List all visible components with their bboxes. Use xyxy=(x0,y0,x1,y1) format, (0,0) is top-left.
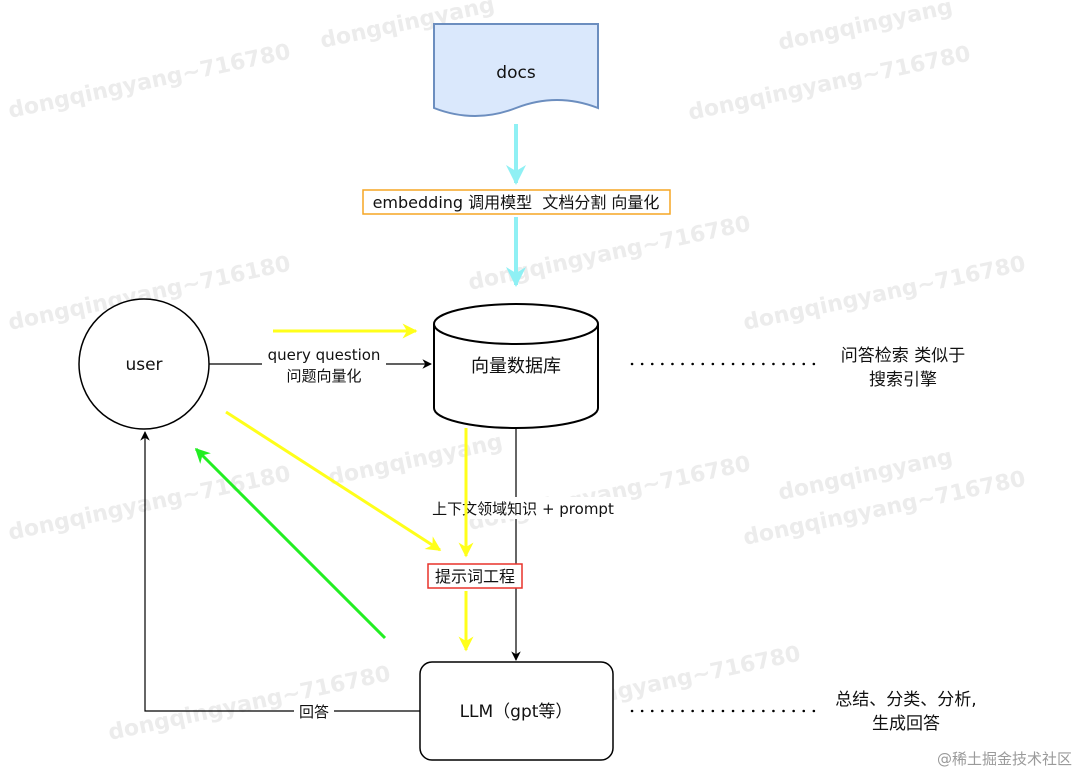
query-label-line2: 问题向量化 xyxy=(286,367,361,385)
context-label-bg xyxy=(420,497,626,519)
llm-note-line2: 生成回答 xyxy=(872,714,940,734)
green-arrow xyxy=(194,447,387,640)
embedding-box xyxy=(362,189,671,215)
yellow-arrow xyxy=(225,410,442,552)
answer-label-bg xyxy=(294,700,334,722)
search-note-line2: 搜索引擎 xyxy=(869,370,937,390)
vector-db-label: 向量数据库 xyxy=(471,356,561,377)
vector-db-node xyxy=(433,303,599,429)
prompt-engineering-label: 提示词工程 xyxy=(435,567,515,586)
watermark-text: dongqingyang~716780 xyxy=(6,40,293,124)
watermark-text: dongqingyang~716780 xyxy=(741,252,1028,336)
watermark-text: dongqingyang xyxy=(776,0,955,56)
docs-label: docs xyxy=(496,63,536,83)
watermark-text: dongqingyang xyxy=(326,429,505,490)
llm-note: 总结、分类、分析, 生成回答 xyxy=(820,688,992,736)
watermark-text: dongqingyang~716780 xyxy=(106,662,393,746)
watermark-text: dongqingyang~716780 xyxy=(686,42,973,126)
answer-label: 回答 xyxy=(299,703,329,721)
context-label: 上下文领域知识 + prompt xyxy=(432,500,614,518)
search-note-line1: 问答检索 类似于 xyxy=(840,346,966,366)
docs-node xyxy=(433,23,599,117)
prompt-engineering-box xyxy=(427,563,523,589)
user-label: user xyxy=(125,355,162,375)
watermark-text: dongqingyang~716780 xyxy=(466,452,753,536)
query-label-line1: query question xyxy=(268,346,381,364)
watermark-text: dongqingyang~716780 xyxy=(466,212,753,296)
llm-label: LLM（gpt等） xyxy=(460,702,573,722)
query-label-bg xyxy=(262,343,386,385)
search-note: 问答检索 类似于 搜索引擎 xyxy=(828,344,978,392)
llm-note-line1: 总结、分类、分析, xyxy=(835,690,977,710)
credit-watermark: @稀土掘金技术社区 xyxy=(936,750,1072,768)
embedding-label: embedding 调用模型 文档分割 向量化 xyxy=(373,193,660,212)
